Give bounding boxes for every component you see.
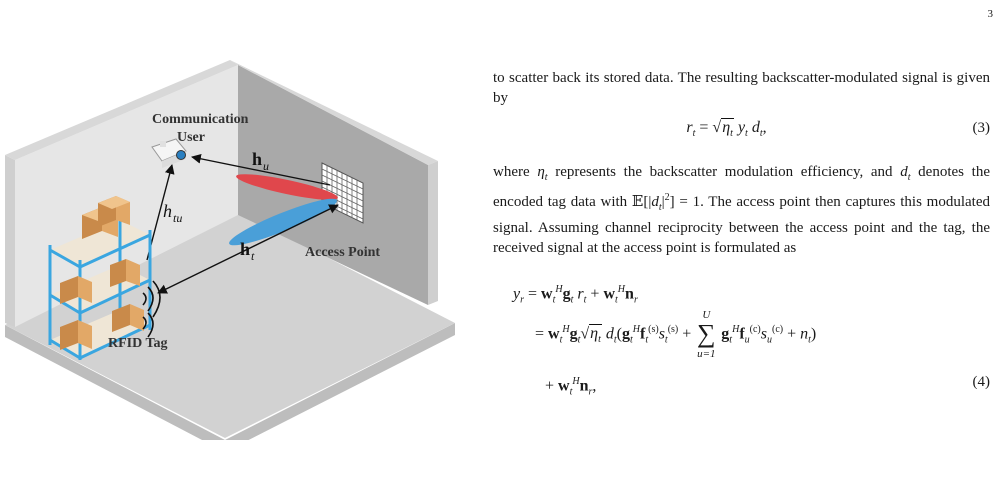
label-ht-sub: t <box>251 249 255 263</box>
left-wall-edge <box>5 155 15 327</box>
paragraph-2: where ηt represents the backscatter modu… <box>493 164 990 256</box>
scene-figure: Communication User Access Point RFID Tag… <box>5 60 455 440</box>
label-hu: h <box>252 149 262 169</box>
label-htu-sub: tu <box>173 211 182 225</box>
arrow-hu <box>191 153 331 186</box>
right-wall-top <box>230 60 438 165</box>
text-column: to scatter back its stored data. The res… <box>493 68 990 406</box>
floor-slab-side <box>5 323 455 440</box>
para2-part-b: represents the backscatter modulation ef… <box>547 164 901 180</box>
equation-4-line-3: + wtHnr, <box>545 376 597 398</box>
label-communication-user-2: User <box>177 130 205 145</box>
beam-red <box>236 174 338 200</box>
equation-4-line-2: = wtHgt√ηt dt(gtHft(s)st(s) + U∑u=1 gtHf… <box>535 309 817 361</box>
equation-3-body: rt = √ηt yt dt, <box>686 118 767 140</box>
rfid-wave-icon <box>142 280 161 338</box>
label-access-point: Access Point <box>305 245 380 260</box>
camera-icon <box>151 138 187 168</box>
page-number: 3 <box>987 8 994 20</box>
label-communication-user-1: Communication <box>152 112 249 127</box>
para2-part-c: denotes the encoded tag data with <box>493 164 990 210</box>
summation-symbol: U∑u=1 <box>697 309 716 361</box>
label-ht: h <box>240 239 250 259</box>
shelf-unit <box>48 196 152 360</box>
label-rfid-tag: RFID Tag <box>108 336 168 351</box>
right-wall-edge <box>428 161 438 305</box>
equation-3-number: (3) <box>972 120 991 136</box>
paragraph-1: to scatter back its stored data. The res… <box>493 70 990 106</box>
equation-4: yr = wtHgt rt + wtHnr = wtHgt√ηt dt(gtHf… <box>493 276 990 406</box>
arrow-ht <box>157 204 339 294</box>
floor <box>5 210 455 438</box>
label-htu: h <box>163 201 172 221</box>
boxes <box>60 196 144 350</box>
para2-part-d: . The access point then captures this mo… <box>493 194 990 256</box>
label-hu-sub: u <box>263 159 269 173</box>
left-wall-top <box>5 60 238 160</box>
equation-4-number: (4) <box>972 374 991 390</box>
para2-part-a: where <box>493 164 538 180</box>
equation-4-line-1: yr = wtHgt rt + wtHnr <box>513 284 638 306</box>
equation-3: rt = √ηt yt dt, (3) <box>493 108 990 148</box>
